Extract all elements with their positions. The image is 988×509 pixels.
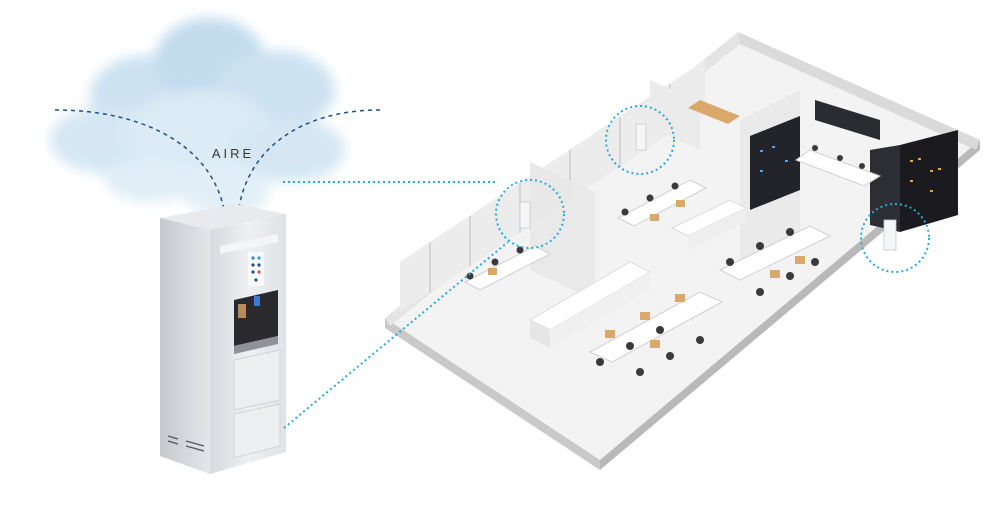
callout-circle-right [860,203,930,273]
dotted-circle-icon [495,105,930,273]
desk-cluster-2 [718,225,832,296]
right-arrow [237,109,381,216]
air-flow-arrows [54,109,381,216]
reception-desk [688,100,740,124]
water-dispenser-icon [160,204,286,474]
desk-cluster-3 [616,179,708,227]
left-arrow [54,109,226,216]
desk-cluster-1 [588,291,724,376]
meeting-table [794,145,882,187]
desk-cluster-4 [463,245,552,291]
office-floorplan [385,32,980,470]
server-racks [750,100,958,232]
callout-circle-middle [605,105,675,175]
connector-bottom [283,241,509,429]
floor-slab [385,32,980,460]
connector-lines [283,181,509,429]
back-wall-top [738,32,980,150]
cloud-label: AIRE [212,146,254,161]
callout-circle-left [495,179,565,249]
air-cloud [50,18,345,216]
